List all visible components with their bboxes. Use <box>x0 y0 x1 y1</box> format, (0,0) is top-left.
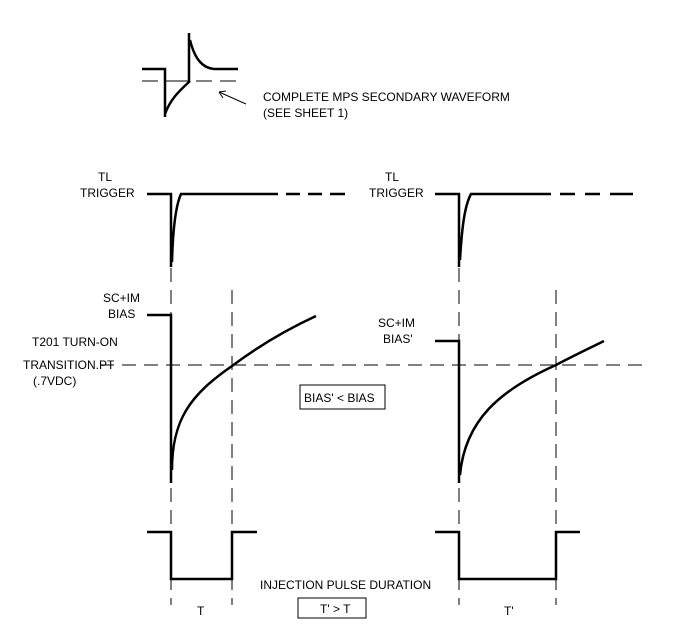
bias-compare-text: BIAS' < BIAS <box>304 391 375 405</box>
bias-right-label-2: BIAS' <box>383 332 413 346</box>
inset-caption-2: (SEE SHEET 1) <box>263 106 348 120</box>
trigger-label-right-1: TL <box>385 170 399 184</box>
transition-label-3: (.7VDC) <box>33 374 76 388</box>
pulse-caption: INJECTION PULSE DURATION <box>260 578 431 592</box>
period-left: T <box>197 604 205 618</box>
bias-waveform-left <box>147 313 317 483</box>
period-right: T' <box>504 604 514 618</box>
bias-compare-box <box>299 384 386 410</box>
pulse-compare-box <box>297 597 367 619</box>
trigger-label-left-2: TRIGGER <box>80 186 135 200</box>
injection-pulse-left <box>147 530 257 581</box>
bias-left-label-1: SC+IM <box>103 291 140 305</box>
trigger-waveform-right <box>435 192 633 267</box>
bias-left-label-2: BIAS <box>108 307 135 321</box>
injection-pulse-right <box>435 530 580 581</box>
transition-label-1: T201 TURN-ON <box>32 335 118 349</box>
trigger-waveform-left <box>147 192 345 267</box>
pulse-compare-text: T' > T <box>320 602 351 616</box>
transition-label-2: TRANSITION.PT <box>23 358 115 372</box>
timing-markers <box>170 268 557 605</box>
bias-waveform-right <box>435 339 605 483</box>
bias-right-label-1: SC+IM <box>378 316 415 330</box>
mps-secondary-waveform <box>142 33 238 117</box>
arrow-icon <box>218 90 247 105</box>
trigger-label-right-2: TRIGGER <box>369 186 424 200</box>
inset-caption-1: COMPLETE MPS SECONDARY WAVEFORM <box>263 90 510 104</box>
trigger-label-left-1: TL <box>98 170 112 184</box>
